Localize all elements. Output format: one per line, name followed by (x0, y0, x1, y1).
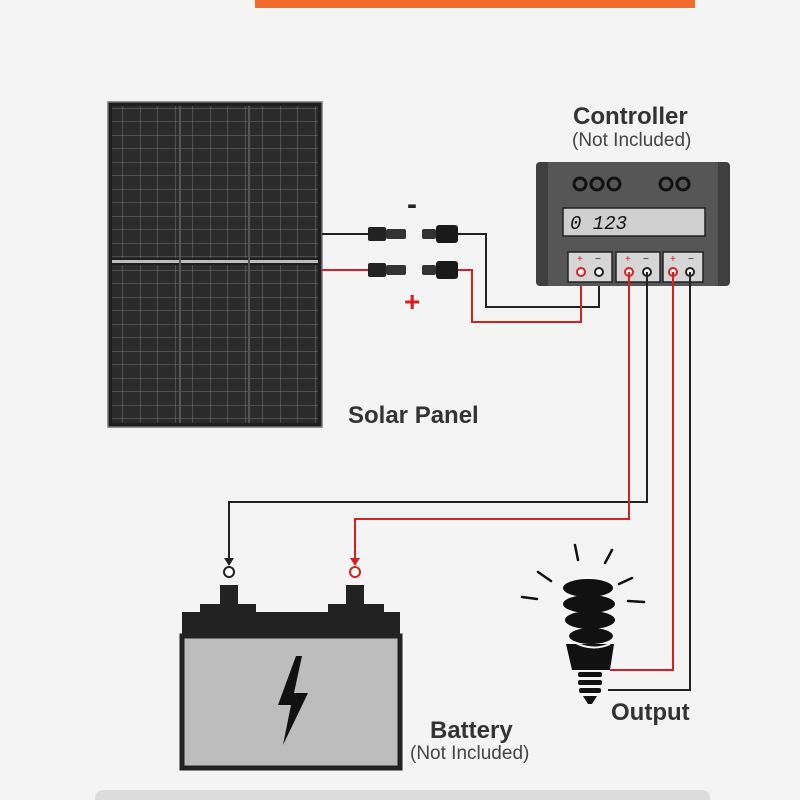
output-wires (608, 272, 691, 691)
mc4-connectors (368, 225, 458, 279)
charge-controller: 0 123 + − + − + − (536, 162, 730, 286)
lightning-bolt-icon (278, 656, 308, 745)
terminal-neg-2: − (643, 254, 649, 265)
controller-input-wires (458, 233, 600, 323)
terminal-pos-3: + (670, 254, 676, 265)
title-fragment (255, 0, 695, 8)
light-bulb-icon (520, 543, 646, 704)
bottom-bar (95, 790, 710, 800)
terminal-neg-3: − (688, 254, 694, 265)
battery-note: (Not Included) (410, 743, 530, 764)
terminal-pos-1: + (577, 254, 583, 265)
battery (179, 585, 403, 771)
solar-panel-label: Solar Panel (348, 402, 479, 429)
plus-sign: + (404, 286, 421, 317)
output-label: Output (611, 699, 690, 726)
minus-sign: - (407, 188, 417, 221)
battery-wires (223, 272, 648, 578)
terminal-pos-2: + (625, 254, 631, 265)
panel-wires (322, 233, 368, 271)
terminal-neg-1: − (595, 254, 601, 265)
battery-label: Battery (430, 717, 513, 744)
controller-display: 0 123 (570, 213, 627, 235)
solar-panel (107, 101, 323, 428)
controller-note: (Not Included) (572, 130, 692, 151)
controller-label: Controller (573, 103, 688, 130)
